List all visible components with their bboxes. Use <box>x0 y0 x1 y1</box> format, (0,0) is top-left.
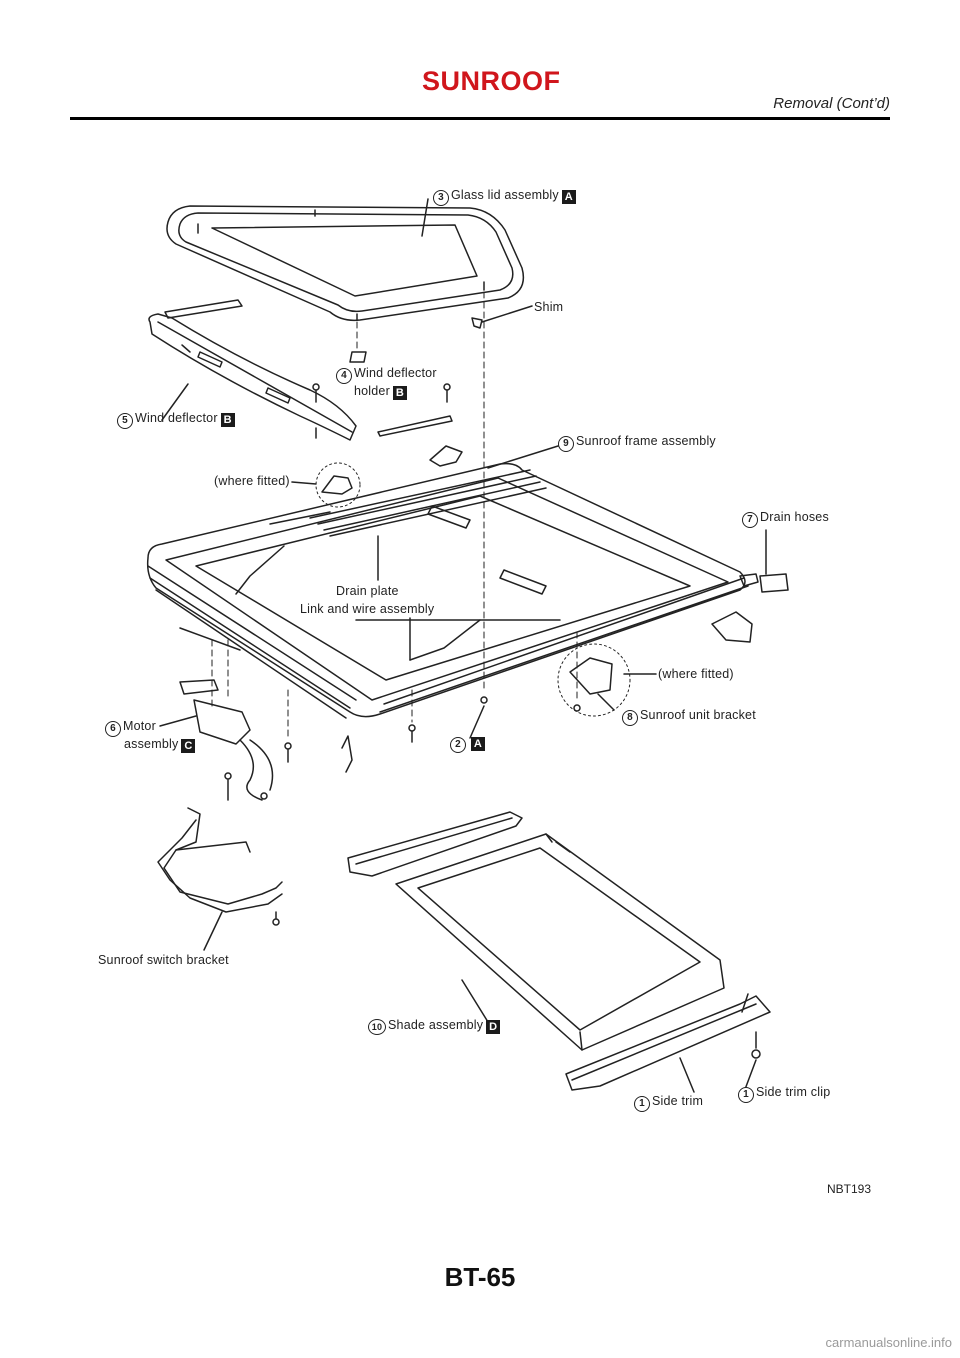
callout-number: 6 <box>105 721 121 737</box>
page-title: SUNROOF <box>422 66 561 96</box>
glass-lid-drawing <box>166 205 525 322</box>
reference-mark: B <box>220 413 235 427</box>
shade-assembly-drawing <box>395 833 725 1051</box>
callout-number: 4 <box>336 368 352 384</box>
label-link-and-wire-assembly: Link and wire assembly <box>300 602 435 616</box>
motor-assembly-drawing <box>179 679 353 801</box>
sunroof-frame-drawing <box>146 462 759 719</box>
callout-number: 7 <box>742 512 758 528</box>
label-where-fitted-left: (where fitted) <box>214 474 290 488</box>
side-trim-drawing <box>565 993 771 1091</box>
section-subtitle: Removal (Cont’d) <box>773 95 890 112</box>
reference-mark: D <box>486 1020 501 1034</box>
callout-number: 2 <box>450 737 466 753</box>
reference-mark: A <box>471 737 485 751</box>
reference-mark: A <box>561 190 576 204</box>
switch-bracket-drawing <box>157 807 283 926</box>
footer-watermark: carmanualsonline.info <box>825 1335 952 1350</box>
callout-number: 1 <box>738 1087 754 1103</box>
callout-number: 3 <box>433 190 449 206</box>
callout-number: 9 <box>558 436 574 452</box>
reference-mark: B <box>392 386 407 400</box>
figure-code: NBT193 <box>827 1182 872 1196</box>
page-number: BT-65 <box>444 1262 516 1292</box>
callout-number: 8 <box>622 710 638 726</box>
callout-number: 5 <box>117 413 133 429</box>
reference-mark: C <box>181 739 196 753</box>
callout-number: 10 <box>368 1019 386 1035</box>
label-sunroof-switch-bracket: Sunroof switch bracket <box>98 953 229 967</box>
wind-deflector-drawing <box>148 313 357 441</box>
label-where-fitted-right: (where fitted) <box>658 667 734 681</box>
header-divider <box>70 117 890 120</box>
label-shim: Shim <box>534 300 564 314</box>
callout-number: 1 <box>634 1096 650 1112</box>
label-drain-plate: Drain plate <box>336 584 399 598</box>
